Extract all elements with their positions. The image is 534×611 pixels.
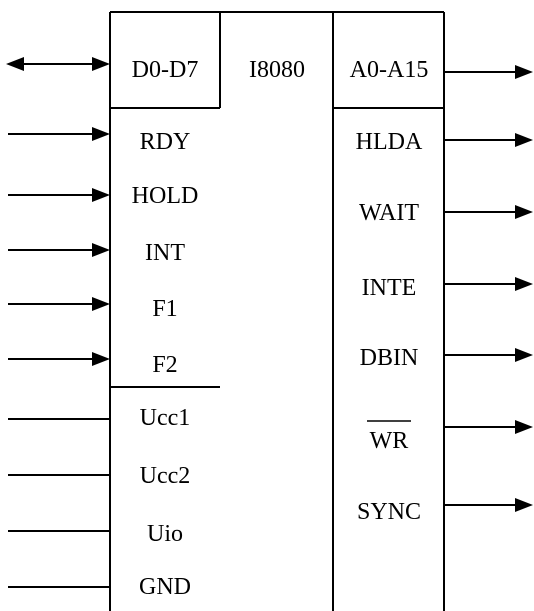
arrowhead-left: [6, 57, 24, 71]
arrowhead-right: [515, 277, 533, 291]
arrowhead-right: [515, 498, 533, 512]
pin-label-rdy: RDY: [140, 129, 191, 155]
arrowhead-right: [92, 243, 110, 257]
chip-name: I8080: [249, 57, 305, 83]
pin-label-ucc2: Ucc2: [140, 463, 191, 489]
pin-label-ucc1: Ucc1: [140, 405, 191, 431]
left-pin-uio: Uio: [8, 521, 183, 547]
left-pin-f1: F1: [8, 296, 178, 322]
right-pin-wait: WAIT: [359, 200, 533, 226]
right-pin-inte: INTE: [362, 275, 533, 301]
left-pin-gnd: GND: [8, 574, 191, 600]
left-pin-f2: F2: [8, 352, 178, 378]
arrowhead-right: [515, 65, 533, 79]
pin-label-hold: HOLD: [132, 183, 199, 209]
arrowhead-right: [92, 57, 110, 71]
arrowhead-right: [515, 133, 533, 147]
left-pin-rdy: RDY: [8, 127, 190, 155]
left-pin-d0-d7: D0-D7: [6, 57, 198, 83]
arrowhead-right: [515, 348, 533, 362]
pin-label-uio: Uio: [147, 521, 183, 547]
left-pin-ucc1: Ucc1: [8, 405, 190, 431]
pin-label-a0-a15: A0-A15: [350, 57, 429, 83]
right-pin-a0-a15: A0-A15: [350, 57, 533, 83]
right-pin-hlda: HLDA: [356, 129, 533, 155]
left-pin-hold: HOLD: [8, 183, 198, 209]
left-pin-int: INT: [8, 240, 185, 266]
arrowhead-right: [92, 188, 110, 202]
pin-label-inte: INTE: [362, 275, 417, 301]
pin-label-int: INT: [145, 240, 185, 266]
right-pin-wr: WR: [367, 420, 533, 454]
pin-label-wait: WAIT: [359, 200, 419, 226]
pin-label-d0-d7: D0-D7: [132, 57, 199, 83]
pin-label-gnd: GND: [139, 574, 191, 600]
right-pin-sync: SYNC: [357, 498, 533, 525]
pin-label-sync: SYNC: [357, 499, 421, 525]
arrowhead-right: [515, 205, 533, 219]
pin-label-f2: F2: [152, 352, 177, 378]
pin-label-hlda: HLDA: [356, 129, 423, 155]
pin-label-f1: F1: [152, 296, 177, 322]
pin-label-wr: WR: [370, 428, 409, 454]
left-pin-ucc2: Ucc2: [8, 463, 190, 489]
right-pin-dbin: DBIN: [360, 345, 533, 371]
arrowhead-right: [92, 352, 110, 366]
pin-label-dbin: DBIN: [360, 345, 419, 371]
arrowhead-right: [92, 297, 110, 311]
arrowhead-right: [515, 420, 533, 434]
arrowhead-right: [92, 127, 110, 141]
